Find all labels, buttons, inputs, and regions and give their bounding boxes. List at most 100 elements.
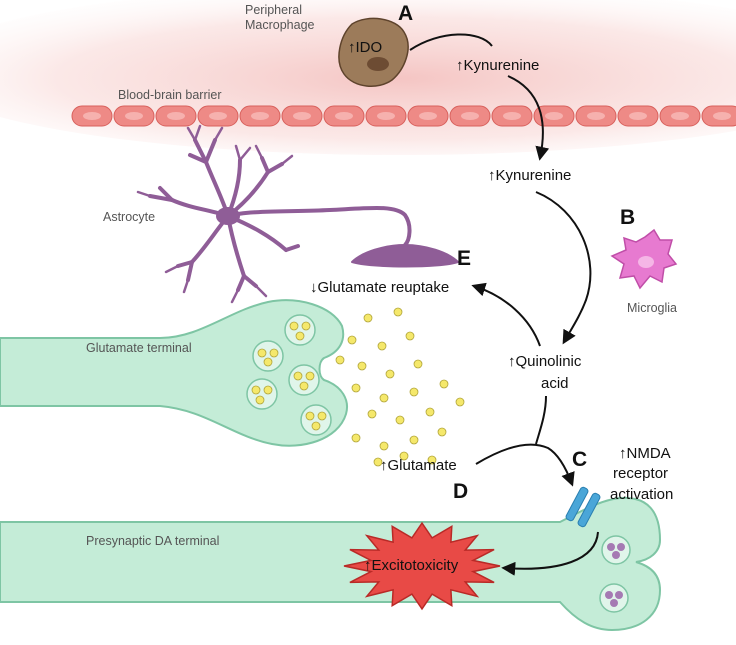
endothelial-nucleus [671, 112, 689, 120]
vesicle [288, 364, 320, 396]
kynurenine-blood-label: ↑Kynurenine [456, 57, 539, 74]
endothelial-nucleus [419, 112, 437, 120]
quinolinic-acid-label-2: acid [541, 375, 569, 392]
glutamate-molecule [377, 341, 387, 351]
glutamate-molecule [347, 335, 357, 345]
glutamate-molecule [257, 348, 267, 358]
endothelial-nucleus [713, 112, 731, 120]
peripheral-macrophage-label-2: Macrophage [245, 18, 315, 32]
glutamate-vesicles [246, 314, 332, 436]
glutamate-reuptake-label: ↓Glutamate reuptake [310, 279, 449, 296]
glutamate-molecule [455, 397, 465, 407]
glutamate-molecule [301, 321, 311, 331]
vesicle [599, 583, 629, 613]
nmda-label-2: receptor [613, 465, 668, 482]
vesicle [246, 378, 278, 410]
dopamine-molecule [615, 591, 623, 599]
endothelial-nucleus [461, 112, 479, 120]
glutamate-molecule [305, 411, 315, 421]
glutamate-molecule [427, 455, 437, 465]
glutamate-molecule [263, 385, 273, 395]
quinolinic-acid-label-1: ↑Quinolinic [508, 353, 582, 370]
peripheral-macrophage-label-1: Peripheral [245, 3, 302, 17]
macrophage-cell-icon [338, 17, 409, 87]
glutamate-molecule [363, 313, 373, 323]
starburst-icon [343, 521, 501, 611]
glutamate-molecule [405, 331, 415, 341]
endothelial-nucleus [251, 112, 269, 120]
kynurenine-brain-label: ↑Kynurenine [488, 167, 571, 184]
glutamate-molecule [425, 407, 435, 417]
glutamate-molecule [373, 457, 383, 467]
glutamate-molecule [393, 307, 403, 317]
dopamine-molecule [612, 551, 620, 559]
glutamate-molecule [367, 409, 377, 419]
arrow-macrophage-to-kynurenine [409, 33, 493, 51]
panel-letter-c: C [572, 448, 587, 471]
arrow-kynurenine-to-quinolinic [535, 191, 592, 345]
glutamate-molecule [437, 427, 447, 437]
astrocyte-label: Astrocyte [103, 210, 155, 224]
astrocyte-cell-icon [136, 124, 459, 304]
glutamate-molecule [305, 371, 315, 381]
dopamine-molecule [605, 591, 613, 599]
vesicle [300, 404, 332, 436]
endothelial-nucleus [125, 112, 143, 120]
ido-label: ↑IDO [348, 39, 382, 56]
endothelial-nucleus [83, 112, 101, 120]
dopamine-molecule [607, 543, 615, 551]
panel-letter-a: A [398, 2, 413, 25]
glutamate-molecule [379, 393, 389, 403]
dopamine-vesicles [599, 535, 631, 613]
glutamate-molecule [385, 369, 395, 379]
endothelial-nucleus [335, 112, 353, 120]
glutamate-molecule [289, 321, 299, 331]
glutamate-molecule [399, 451, 409, 461]
endothelial-nucleus [293, 112, 311, 120]
glutamate-molecule [413, 359, 423, 369]
presynaptic-da-terminal-label: Presynaptic DA terminal [86, 534, 219, 548]
presynaptic-da-terminal [0, 496, 662, 632]
microglia-label: Microglia [627, 301, 677, 315]
glutamate-molecule [251, 385, 261, 395]
microglia-cell-icon [610, 228, 678, 290]
glutamate-molecule [293, 371, 303, 381]
glutamate-molecule [409, 387, 419, 397]
glutamate-molecule [351, 433, 361, 443]
endothelial-nucleus [587, 112, 605, 120]
arrow-nmda-to-excitotoxicity [501, 531, 599, 576]
panel-letter-b: B [620, 206, 635, 229]
nmda-label-3: activation [610, 486, 673, 503]
arrow-quinolinic-to-reuptake [471, 282, 541, 347]
excitotoxicity-label: ↑Excitotoxicity [364, 557, 459, 574]
vesicle [601, 535, 631, 565]
nmda-label-1: ↑NMDA [619, 445, 671, 462]
glutamate-molecule [351, 383, 361, 393]
glutamate-label: ↑Glutamate [380, 457, 457, 474]
glutamate-molecule [311, 421, 321, 431]
endothelial-nucleus [629, 112, 647, 120]
glutamate-molecule [379, 441, 389, 451]
glutamate-molecule [335, 355, 345, 365]
endothelial-nucleus [209, 112, 227, 120]
vesicle [284, 314, 316, 346]
panel-letter-e: E [457, 247, 471, 270]
glutamate-molecule [269, 348, 279, 358]
panel-letter-d: D [453, 480, 468, 503]
vesicle [252, 340, 284, 372]
endothelial-nucleus [545, 112, 563, 120]
endothelial-nucleus [503, 112, 521, 120]
glutamate-molecule [263, 357, 273, 367]
glutamate-molecule [395, 415, 405, 425]
arrow-kynurenine-crosses-bbb [507, 75, 550, 161]
endothelial-nucleus [167, 112, 185, 120]
glutamate-molecule [295, 331, 305, 341]
blood-brain-barrier-label: Blood-brain barrier [118, 88, 222, 102]
glutamate-molecule [255, 395, 265, 405]
free-glutamate-molecules [335, 307, 465, 467]
glutamate-molecule [299, 381, 309, 391]
glutamate-molecule [317, 411, 327, 421]
dopamine-molecule [610, 599, 618, 607]
arrow-quinolinic-to-nmda [535, 395, 547, 445]
glutamate-molecule [439, 379, 449, 389]
